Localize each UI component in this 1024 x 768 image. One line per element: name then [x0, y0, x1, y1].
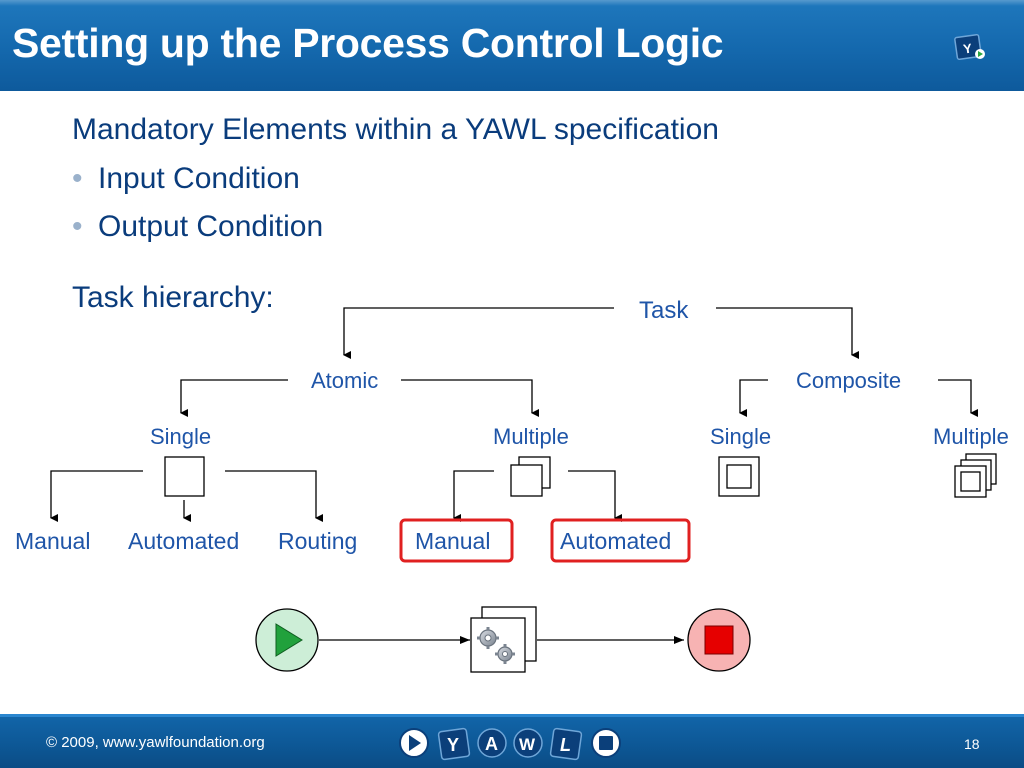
header-shine	[0, 0, 1024, 6]
highlight-multiple-automated	[550, 518, 691, 563]
bullet-label: Input Condition	[98, 162, 300, 195]
intro-text: Mandatory Elements within a YAWL specifi…	[72, 113, 719, 146]
multiple-automated-task-icon	[470, 606, 537, 673]
play-icon	[399, 728, 429, 758]
svg-text:L: L	[560, 735, 571, 755]
bullet-icon: •	[72, 210, 83, 243]
slide-title: Setting up the Process Control Logic	[12, 20, 724, 66]
copyright-text: © 2009, www.yawlfoundation.org	[46, 734, 265, 751]
bullet-input-condition: • Input Condition	[72, 162, 300, 196]
yawl-logo-icon: Y	[954, 33, 985, 61]
gears-icon	[477, 627, 515, 664]
connector-atomic-single	[50, 470, 323, 522]
logo-letter-tiles: Y A W L	[437, 727, 583, 761]
connector-atomic-multiple	[453, 470, 622, 522]
connector-atomic	[180, 379, 539, 417]
node-composite-multiple: Multiple	[933, 424, 1009, 449]
svg-text:W: W	[519, 735, 536, 754]
page-number: 18	[964, 736, 980, 752]
svg-text:Y: Y	[447, 735, 459, 755]
footer-topline	[0, 714, 1024, 717]
bullet-output-condition: • Output Condition	[72, 210, 323, 244]
leaf-single-automated: Automated	[128, 528, 240, 554]
composite-multiple-task-icon	[954, 453, 997, 498]
atomic-multiple-task-icon	[510, 456, 551, 497]
node-task: Task	[639, 297, 689, 324]
node-atomic-single: Single	[150, 424, 212, 449]
node-composite: Composite	[796, 368, 902, 393]
hierarchy-heading: Task hierarchy:	[72, 281, 274, 314]
svg-text:A: A	[485, 734, 498, 754]
bullet-icon: •	[72, 162, 83, 195]
node-composite-single: Single	[710, 424, 772, 449]
leaf-single-manual: Manual	[15, 528, 91, 554]
bullet-label: Output Condition	[98, 210, 324, 243]
svg-text:Y: Y	[962, 41, 973, 57]
connector-task	[343, 307, 859, 359]
input-condition-icon	[255, 608, 319, 672]
leaf-single-routing: Routing	[278, 528, 358, 554]
output-condition-icon	[687, 608, 751, 672]
composite-single-task-icon	[718, 456, 760, 497]
node-atomic: Atomic	[311, 368, 379, 393]
atomic-single-task-icon	[164, 456, 205, 497]
node-atomic-multiple: Multiple	[493, 424, 569, 449]
slide-header: Setting up the Process Control Logic Y	[0, 0, 1024, 91]
stop-icon	[591, 728, 621, 758]
leaf-multiple-manual: Manual	[415, 528, 491, 554]
connector-composite	[739, 379, 978, 417]
slide-footer: © 2009, www.yawlfoundation.org Y A W L 1…	[0, 714, 1024, 768]
leaf-multiple-automated: Automated	[560, 528, 672, 554]
highlight-multiple-manual	[399, 518, 514, 563]
yawl-footer-logo: Y A W L	[399, 727, 621, 761]
